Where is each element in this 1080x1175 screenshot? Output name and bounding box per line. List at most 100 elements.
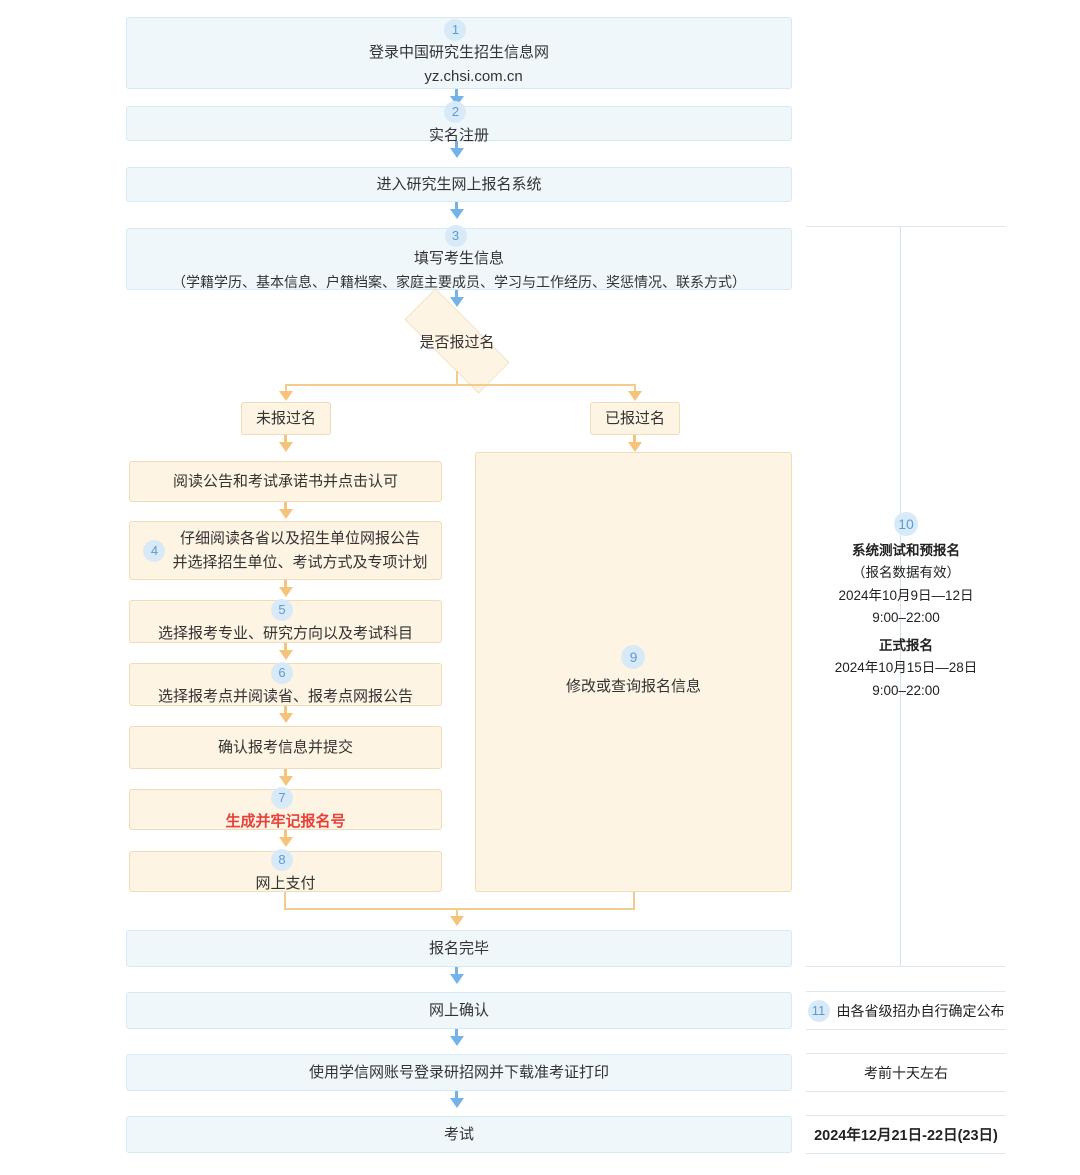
step-badge-1: 1 [444,19,467,42]
step-badge-3: 3 [444,224,467,247]
connector-arrow-f3 [449,1098,464,1108]
decision-registered-before-label: 是否报过名 [419,333,495,351]
connector-arrow-left-branch [278,442,293,452]
timeline-schedule-line-6: 2024年10月15日—28日 [834,660,978,676]
timeline-schedule-line-7: 9:00–22:00 [872,682,940,698]
panel-divider-confirm-bottom [806,1029,1006,1030]
connector-stem-f3 [455,1091,458,1102]
merge-stem-center [456,908,458,919]
node-download-admission-ticket[interactable]: 使用学信网账号登录研招网并下载准考证打印 [126,1054,792,1091]
timeline-schedule-line-0: 系统测试和预报名 [852,543,960,558]
step-badge-7: 7 [270,787,293,810]
node-confirm-submit-label: 确认报考信息并提交 [217,738,353,756]
timeline-exam-date-note: 2024年12月21日-22日(23日) [806,1116,1006,1153]
node-read-province-unit-announcement-line2: 并选择招生单位、考试方式及专项计划 [172,553,428,571]
connector-stem-right-branch [633,435,636,446]
split-arrow-left [278,391,293,401]
split-stem-center [456,371,458,385]
connector-arrow-l5 [278,776,293,786]
node-login-chsi[interactable]: 1 登录中国研究生招生信息网 yz.chsi.com.cn [126,17,792,89]
panel-divider-complete [806,966,1006,967]
step-badge-6: 6 [270,662,293,685]
connector-arrow-l6 [278,837,293,847]
panel-divider-confirm-top [806,991,1006,992]
step-badge-2: 2 [444,101,467,124]
connector-stem-2 [455,141,458,152]
connector-stem-f2 [455,1029,458,1040]
connector-arrow-l4 [278,713,293,723]
node-login-chsi-line1: 登录中国研究生招生信息网 [368,44,549,62]
connector-stem-l4 [284,706,287,717]
node-select-major-direction-subjects-label: 选择报考专业、研究方向以及考试科目 [157,624,413,642]
connector-stem-l2 [284,580,287,591]
node-real-name-register-label: 实名注册 [428,126,489,144]
timeline-schedule-line-3: 9:00–22:00 [872,609,940,625]
connector-arrow-1 [449,96,464,106]
node-read-announcement-commitment[interactable]: 阅读公告和考试承诺书并点击认可 [129,461,442,502]
node-select-exam-site-label: 选择报考点并阅读省、报考点网报公告 [157,687,413,705]
connector-arrow-l3 [278,650,293,660]
connector-stem-l1 [284,502,287,513]
node-online-confirmation[interactable]: 网上确认 [126,992,792,1029]
connector-arrow-3 [449,209,464,219]
merge-stem-left [284,892,286,910]
node-fill-candidate-info[interactable]: 3 填写考生信息 （学籍学历、基本信息、户籍档案、家庭主要成员、学习与工作经历、奖… [126,224,792,290]
split-stem-right [634,384,636,395]
node-exam[interactable]: 考试 [126,1116,792,1153]
branch-already-registered-label: 已报过名 [604,409,665,427]
connector-arrow-l1 [278,509,293,519]
node-read-province-unit-announcement[interactable]: 4 仔细阅读各省以及招生单位网报公告 并选择招生单位、考试方式及专项计划 [129,521,442,580]
merge-stem-right [633,892,635,910]
panel-divider-exam-bottom [806,1153,1006,1154]
connector-arrow-2 [449,148,464,158]
node-enter-online-system-label: 进入研究生网上报名系统 [376,175,542,193]
panel-vertical-rule [900,226,901,966]
node-real-name-register[interactable]: 2 实名注册 [126,101,792,144]
timeline-exam-date-text: 2024年12月21日-22日(23日) [814,1128,998,1144]
panel-divider-top [806,226,1006,227]
split-hline [285,384,635,386]
node-registration-complete[interactable]: 报名完毕 [126,930,792,967]
node-download-admission-ticket-label: 使用学信网账号登录研招网并下载准考证打印 [308,1063,609,1081]
branch-already-registered[interactable]: 已报过名 [590,402,680,435]
branch-not-registered[interactable]: 未报过名 [241,402,331,435]
decision-registered-before[interactable]: 是否报过名 [383,288,531,394]
timeline-admission-ticket-note: 考前十天左右 [806,1054,1006,1091]
node-fill-candidate-info-title: 填写考生信息 [413,249,504,267]
timeline-schedule: 10 系统测试和预报名 （报名数据有效） 2024年10月9日—12日 9:00… [806,512,1006,702]
timeline-schedule-line-2: 2024年10月9日—12日 [838,587,974,603]
connector-arrow-l2 [278,587,293,597]
connector-stem-3 [455,202,458,213]
node-read-announcement-commitment-label: 阅读公告和考试承诺书并点击认可 [172,472,398,490]
node-registration-complete-label: 报名完毕 [428,939,489,957]
split-stem-left [285,384,287,395]
node-select-exam-site[interactable]: 6 选择报考点并阅读省、报考点网报公告 [129,662,442,706]
branch-not-registered-label: 未报过名 [255,409,316,427]
connector-stem-l5 [284,769,287,780]
timeline-schedule-line-1: （报名数据有效） [852,565,960,581]
panel-divider-ticket-top [806,1053,1006,1054]
node-fill-candidate-info-detail: （学籍学历、基本信息、户籍档案、家庭主要成员、学习与工作经历、奖惩情况、联系方式… [172,273,746,290]
node-online-confirmation-label: 网上确认 [428,1001,489,1019]
step-badge-11: 11 [807,999,830,1022]
connector-stem-f1 [455,967,458,978]
split-arrow-right [627,391,642,401]
node-modify-or-query-registration[interactable]: 9 修改或查询报名信息 [475,452,792,892]
merge-hline [284,908,634,910]
step-badge-10: 10 [894,512,918,536]
node-modify-or-query-registration-label: 修改或查询报名信息 [565,678,701,696]
node-confirm-submit[interactable]: 确认报考信息并提交 [129,726,442,769]
node-login-chsi-line2: yz.chsi.com.cn [424,67,523,85]
step-badge-4: 4 [143,539,166,562]
connector-arrow-f2 [449,1036,464,1046]
connector-stem-left-branch [284,435,287,446]
connector-stem-l3 [284,643,287,654]
node-enter-online-system[interactable]: 进入研究生网上报名系统 [126,167,792,202]
step-badge-9: 9 [621,645,646,670]
connector-arrow-4 [449,297,464,307]
